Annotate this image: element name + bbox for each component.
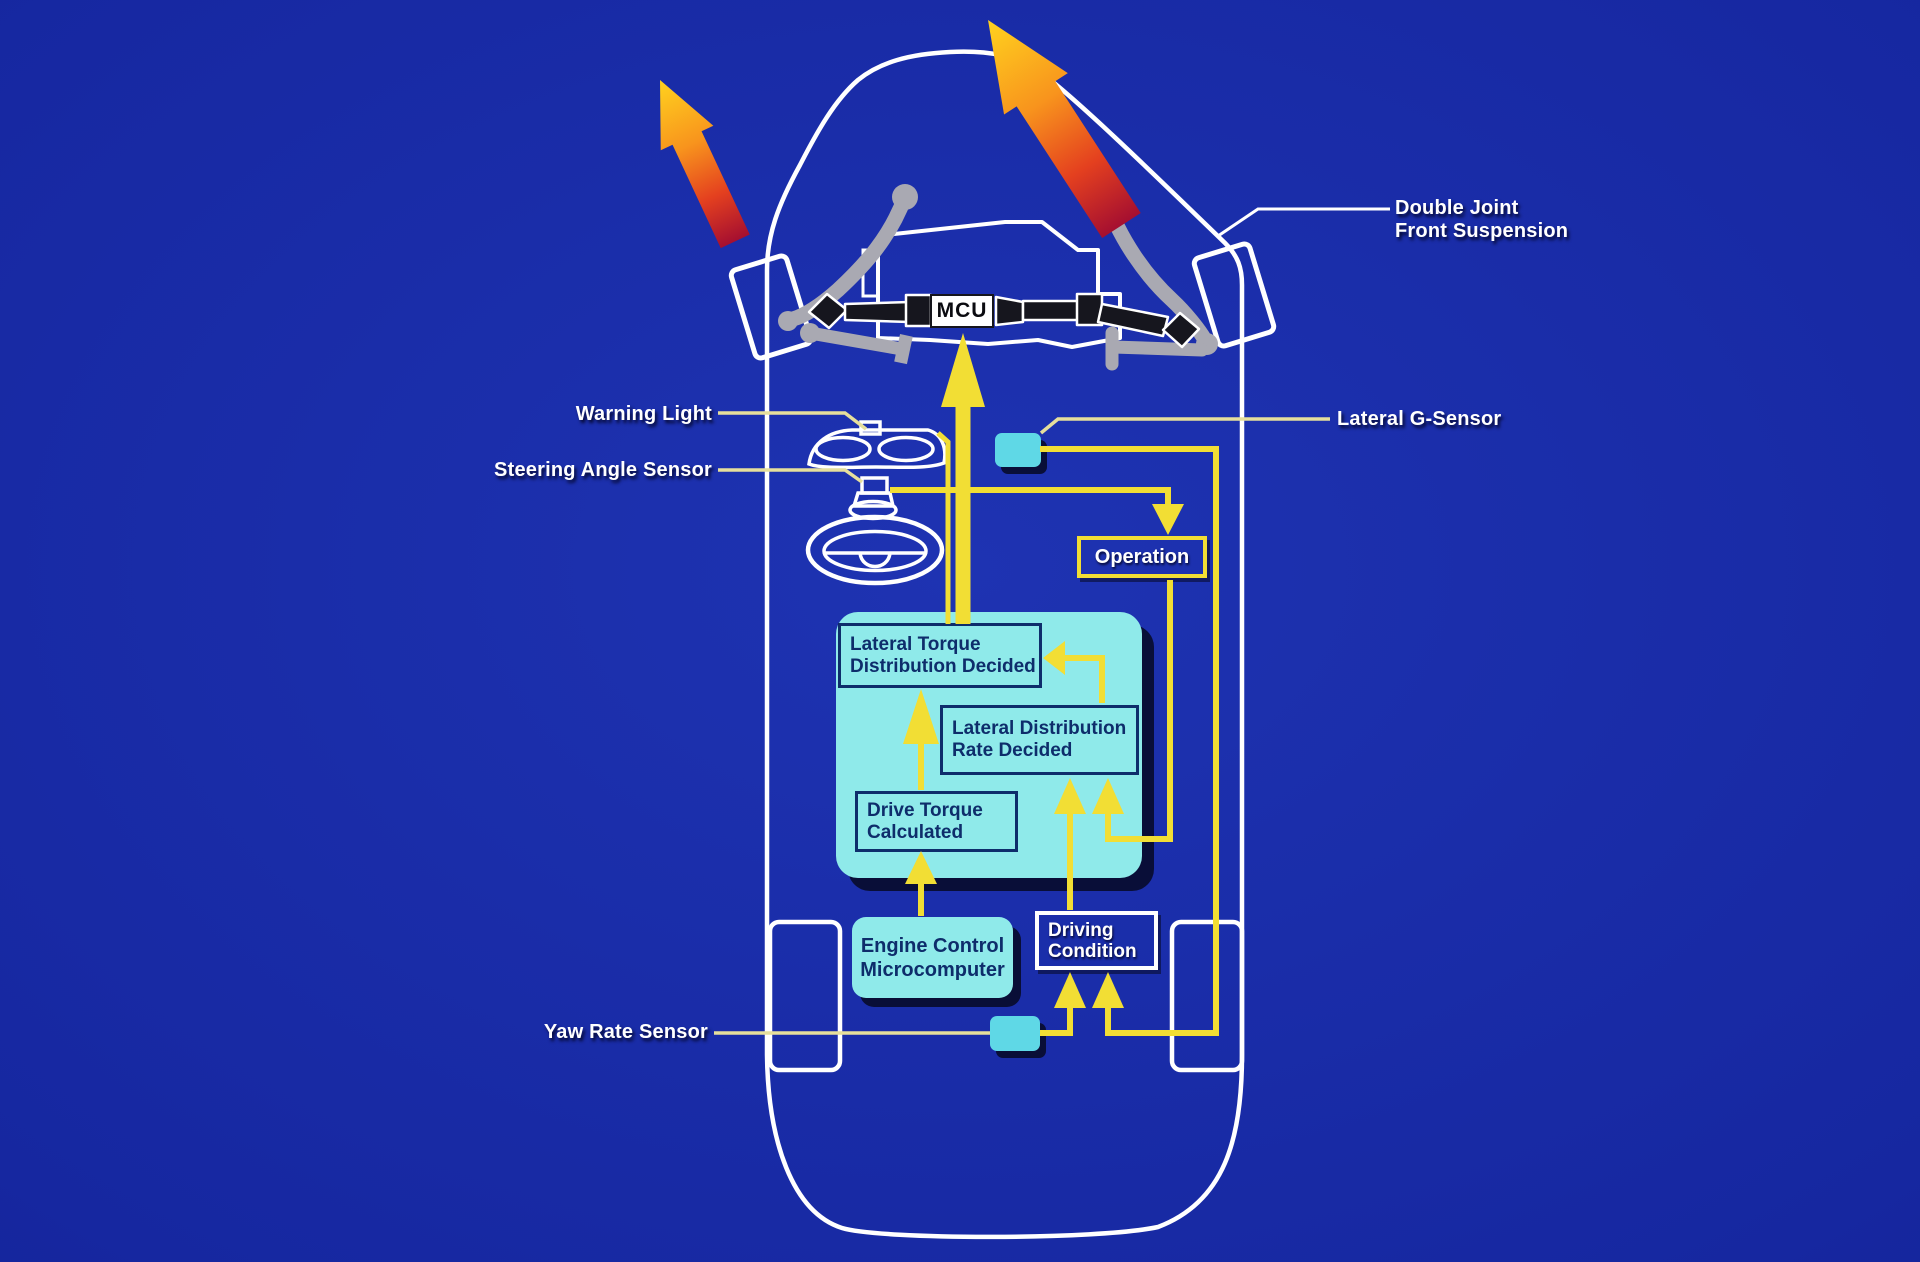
drive-torque-calculated-box: Drive Torque Calculated <box>855 791 1018 852</box>
operation-box: Operation <box>1077 536 1207 578</box>
engine-control-microcomputer-box: Engine Control Microcomputer <box>852 917 1013 998</box>
line-yaw-to-driving-condition <box>1040 1006 1073 1036</box>
double-joint-line1: Double Joint <box>1395 197 1519 219</box>
lateral-rate-line2: Rate Decided <box>952 740 1073 761</box>
engine-control-line1: Engine Control <box>860 934 1005 957</box>
drive-axle <box>807 292 1201 349</box>
lateral-rate-line1: Lateral Distribution <box>952 718 1127 739</box>
operation-label: Operation <box>1094 545 1190 568</box>
torque-arrow-right <box>988 20 1141 239</box>
arrowhead-driving-left <box>1054 972 1086 1008</box>
leader-warning-light <box>718 411 868 431</box>
double-joint-label: Double Joint Front Suspension <box>1395 197 1568 243</box>
front-left-wheel <box>728 253 814 361</box>
line-panel-to-warning-light <box>936 431 951 624</box>
lateral-distribution-rate-box: Lateral Distribution Rate Decided <box>940 705 1139 775</box>
line-steering-to-operation <box>890 487 1171 506</box>
engine-control-line2: Microcomputer <box>860 958 1005 981</box>
rear-right-wheel <box>1169 919 1245 1073</box>
steering-assembly <box>805 476 945 586</box>
mcu-box: MCU <box>930 294 994 328</box>
driving-condition-line1: Driving <box>1048 919 1114 941</box>
lateral-torque-distribution-box: Lateral Torque Distribution Decided <box>838 623 1042 688</box>
torque-arrow-left <box>660 80 750 249</box>
engine-mount <box>861 248 880 298</box>
drive-torque-line1: Drive Torque <box>867 799 983 821</box>
engine-outline <box>876 220 1122 349</box>
drive-torque-line2: Calculated <box>867 821 964 843</box>
driving-condition-box: Driving Condition <box>1035 911 1158 970</box>
lateral-g-sensor-box <box>995 433 1041 467</box>
arrowhead-into-operation <box>1152 504 1184 535</box>
lateral-torque-line2: Distribution Decided <box>850 655 1036 677</box>
yaw-rate-sensor-label: Yaw Rate Sensor <box>543 1021 708 1043</box>
arrowhead-to-mcu <box>941 333 985 407</box>
double-joint-line2: Front Suspension <box>1395 220 1569 242</box>
warning-light-label: Warning Light <box>575 403 712 425</box>
arrowhead-driving-right <box>1092 972 1124 1008</box>
mcu-label: MCU <box>936 299 988 322</box>
steering-angle-sensor-label: Steering Angle Sensor <box>494 459 712 481</box>
driving-condition-line2: Condition <box>1048 940 1137 962</box>
front-right-wheel <box>1191 241 1277 349</box>
yaw-rate-sensor-box <box>990 1016 1040 1051</box>
leader-lateral-g <box>1039 417 1330 435</box>
rear-left-wheel <box>767 919 843 1073</box>
warning-light-cluster <box>807 420 947 470</box>
suspension-arms <box>778 184 1218 371</box>
lateral-g-sensor-label: Lateral G-Sensor <box>1337 408 1502 430</box>
leader-steering-angle <box>718 468 864 484</box>
leader-double-joint <box>1217 207 1390 238</box>
lateral-torque-line1: Lateral Torque <box>850 633 981 655</box>
